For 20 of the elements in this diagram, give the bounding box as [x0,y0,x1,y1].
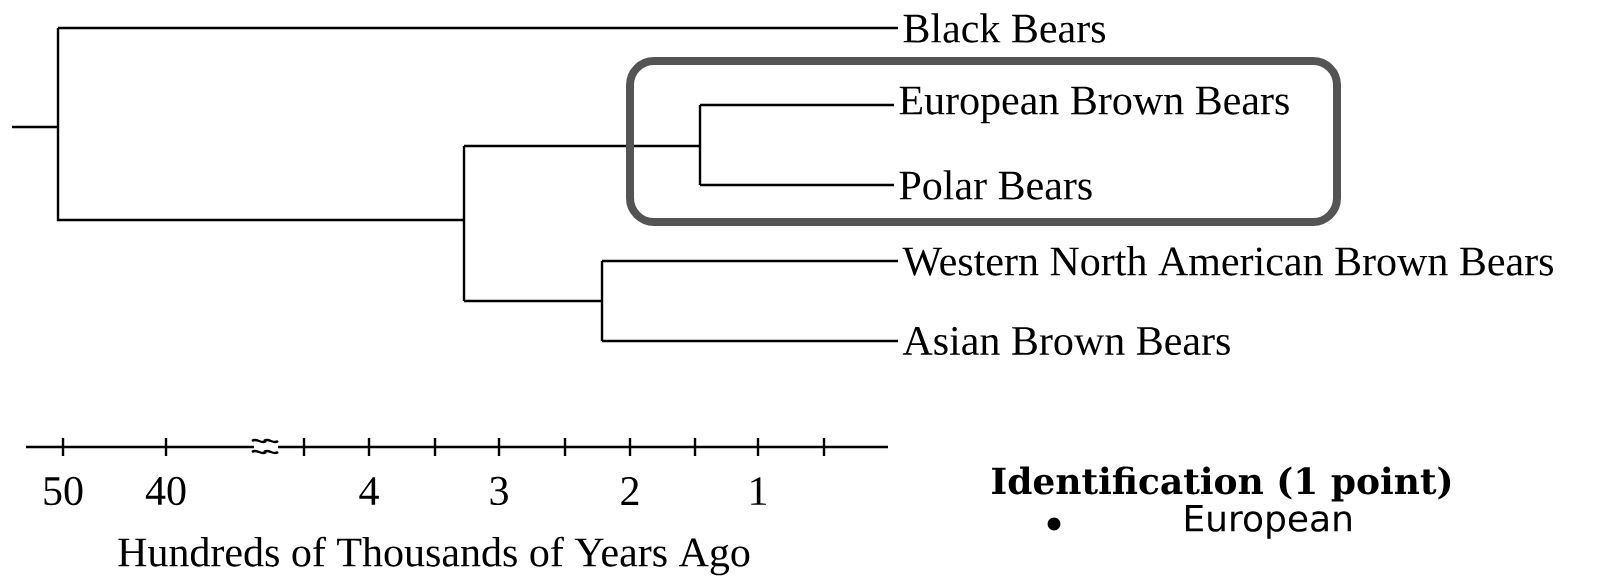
leaf-label: Asian Brown Bears [902,326,1230,356]
branch-line [602,339,898,343]
tick-label: 3 [490,476,508,506]
tick-label: 50 [44,476,83,506]
axis-title: Hundreds of Thousands of Years Ago [118,536,750,576]
leaf-label: Black Bears [903,13,1106,43]
tick-label: 2 [621,477,639,505]
tick-label: 1 [751,477,766,505]
leaf-label: Western North American Brown Bears [902,246,1553,276]
branch-line [602,259,898,263]
heading: Identification (1 point) [992,466,1451,502]
branch-line [700,183,894,187]
tick-label: 4 [359,477,379,505]
highlight-box [626,57,1341,226]
leaf-label: European Brown Bears [899,86,1289,124]
answer-text: European [1185,505,1351,539]
tick-label: 40 [145,476,186,506]
branch-line [58,26,898,30]
branch-line [700,103,894,107]
leaf-label: Polar Bears [899,170,1092,200]
